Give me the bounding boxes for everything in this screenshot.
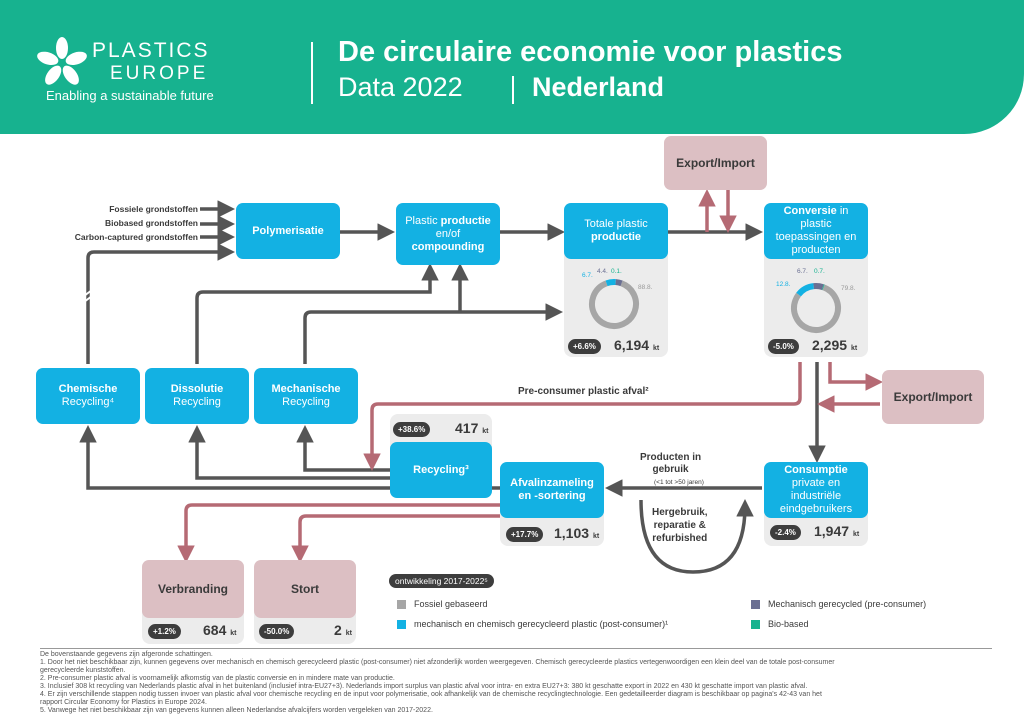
donut-productie-label-mech: 4.4. bbox=[597, 268, 608, 275]
legend-swatch-recycled bbox=[397, 619, 406, 629]
donut-conversie-segment-bio bbox=[791, 283, 841, 333]
node-dissolutie-line1: Dissolutie bbox=[170, 383, 224, 395]
node-mechanische-line2: Recycling bbox=[282, 396, 330, 408]
logo-tagline: Enabling a sustainable future bbox=[46, 88, 214, 103]
node-export-import-right: Export/Import bbox=[882, 370, 984, 424]
donut-conversie-label-recycled: 12.8. bbox=[776, 281, 791, 288]
footnote-divider bbox=[40, 648, 992, 649]
productie-value: 6,194 kt bbox=[614, 337, 660, 353]
legend-item-bio: Bio-based bbox=[751, 619, 809, 629]
donut-conversie-label-mech: 6.7. bbox=[797, 268, 808, 275]
legend-heading: ontwikkeling 2017-2022⁵ bbox=[389, 574, 494, 588]
donut-productie-label-recycled: 6.7. bbox=[582, 272, 593, 279]
stort-value: 2 kt bbox=[334, 622, 352, 638]
verbranding-change-badge: +1.2% bbox=[148, 624, 181, 639]
node-chemische-line2: Recycling⁴ bbox=[61, 396, 115, 408]
node-productie-line3: compounding bbox=[411, 240, 485, 253]
productie-change-badge: +6.6% bbox=[568, 339, 601, 354]
node-conversie-line3: toepassingen en bbox=[775, 231, 857, 243]
node-conversie-line2: plastic bbox=[800, 218, 832, 230]
node-export-import-top: Export/Import bbox=[664, 136, 767, 190]
header-banner: PLASTICS EUROPE Enabling a sustainable f… bbox=[0, 0, 1024, 134]
node-verbranding: Verbranding bbox=[142, 560, 244, 618]
source-biobased: Biobased grondstoffen bbox=[104, 218, 198, 228]
producten-in-gebruik-label: Producten in gebruik bbox=[640, 452, 702, 475]
node-consumptie-line1: Consumptie bbox=[784, 464, 848, 476]
node-recycling-label: Recycling³ bbox=[413, 463, 469, 476]
page-title: De circulaire economie voor plastics bbox=[338, 36, 843, 68]
hergebruik-label: Hergebruik, reparatie & refurbished bbox=[652, 507, 708, 544]
node-consumptie-line4: eindgebruikers bbox=[779, 503, 853, 515]
node-conversie-line4: producten bbox=[791, 244, 841, 256]
afval-change-badge: +17.7% bbox=[506, 527, 544, 542]
footnote-1: 1. Door het niet beschikbaar zijn, kunne… bbox=[40, 659, 835, 666]
gebruik-duration-label: (<1 tot >50 jaren) bbox=[654, 479, 704, 486]
node-chemische-line1: Chemische bbox=[58, 383, 118, 395]
legend-swatch-mech-pre bbox=[751, 599, 760, 609]
donut-conversie-label-bio: 0.7. bbox=[814, 268, 825, 275]
donut-productie-label-bio: 0.1. bbox=[611, 268, 622, 275]
conversie-value: 2,295 kt bbox=[812, 337, 858, 353]
afval-value: 1,103 kt bbox=[554, 525, 600, 541]
node-productie-line1: Plastic productie bbox=[405, 214, 491, 227]
verbranding-value: 684 kt bbox=[203, 622, 237, 638]
donut-conversie-label-fossil: 79.8. bbox=[841, 285, 856, 292]
legend-swatch-fossil bbox=[397, 599, 406, 609]
consumptie-change-badge: -2.4% bbox=[770, 525, 801, 540]
header-divider-small bbox=[512, 76, 514, 104]
legend-item-recycled: mechanisch en chemisch gerecycleerd plas… bbox=[397, 619, 668, 629]
node-afval-line2: en -sortering bbox=[518, 490, 586, 502]
consumptie-value: 1,947 kt bbox=[814, 523, 860, 539]
data-year-label: Data 2022 bbox=[338, 72, 463, 102]
footnote-3: 3. Inclusief 308 kt recycling van Nederl… bbox=[40, 683, 808, 690]
node-polymerisatie-label: Polymerisatie bbox=[252, 224, 324, 237]
footnote-4b: rapport Circular Economy for Plastics in… bbox=[40, 699, 207, 706]
footnote-2: 2. Pre-consumer plastic afval is voornam… bbox=[40, 675, 395, 682]
node-dissolutie: Dissolutie Recycling bbox=[145, 368, 249, 424]
node-conversie-line1: Conversie in bbox=[783, 205, 849, 217]
footnote-0: De bovenstaande gegevens zijn afgeronde … bbox=[40, 651, 213, 658]
source-carbon-captured: Carbon-captured grondstoffen bbox=[74, 232, 198, 242]
footnote-5: 5. Vanwege het niet beschikbaar zijn van… bbox=[40, 707, 433, 714]
footnote-4: 4. Er zijn verschillende stappen nodig t… bbox=[40, 691, 822, 698]
country-label: Nederland bbox=[532, 72, 665, 102]
node-mechanische-line1: Mechanische bbox=[271, 383, 341, 395]
legend-swatch-bio bbox=[751, 619, 760, 629]
header-divider bbox=[311, 42, 313, 104]
node-afvalinzameling: Afvalinzameling en -sortering bbox=[500, 462, 604, 518]
logo-text-europe: EUROPE bbox=[110, 63, 209, 84]
source-fossil: Fossiele grondstoffen bbox=[109, 204, 198, 214]
node-mechanische-recycling: Mechanische Recycling bbox=[254, 368, 358, 424]
node-consumptie-line2: private en bbox=[791, 477, 841, 489]
legend-item-mech-pre: Mechanisch gerecycled (pre-consumer) bbox=[751, 599, 926, 609]
node-plastic-productie: Plastic productie en/of compounding bbox=[396, 203, 500, 265]
node-conversie: Conversie in plastic toepassingen en pro… bbox=[764, 203, 868, 259]
footnote-1b: gerecycleerde kunststoffen. bbox=[40, 667, 126, 674]
node-afval-line1: Afvalinzameling bbox=[510, 477, 594, 489]
conversie-change-badge: -5.0% bbox=[768, 339, 799, 354]
donut-productie bbox=[589, 279, 639, 329]
node-stort: Stort bbox=[254, 560, 356, 618]
legend-item-fossil: Fossiel gebaseerd bbox=[397, 599, 488, 609]
donut-conversie bbox=[791, 283, 841, 333]
node-consumptie: Consumptie private en industriële eindge… bbox=[764, 462, 868, 518]
logo-text-plastics: PLASTICS bbox=[92, 39, 210, 62]
stort-change-badge: -50.0% bbox=[259, 624, 295, 639]
node-consumptie-line3: industriële bbox=[790, 490, 842, 502]
donut-productie-label-fossil: 88.8. bbox=[638, 284, 653, 291]
node-recycling: Recycling³ bbox=[390, 442, 492, 498]
donut-productie-segment-mech bbox=[589, 279, 639, 329]
node-totale-line2: productie bbox=[590, 231, 642, 243]
node-totale-line1: Totale plastic bbox=[584, 218, 648, 230]
recycling-change-badge: +38.6% bbox=[393, 422, 431, 437]
pre-consumer-label: Pre-consumer plastic afval² bbox=[518, 386, 649, 397]
node-dissolutie-line2: Recycling bbox=[173, 396, 221, 408]
node-totale-productie: Totale plastic productie bbox=[564, 203, 668, 259]
plastics-europe-logo-icon bbox=[37, 37, 87, 85]
node-chemische-recycling: Chemische Recycling⁴ bbox=[36, 368, 140, 424]
node-productie-line2: en/of bbox=[435, 227, 461, 240]
recycling-value: 417 kt bbox=[455, 420, 489, 436]
node-polymerisatie: Polymerisatie bbox=[236, 203, 340, 259]
